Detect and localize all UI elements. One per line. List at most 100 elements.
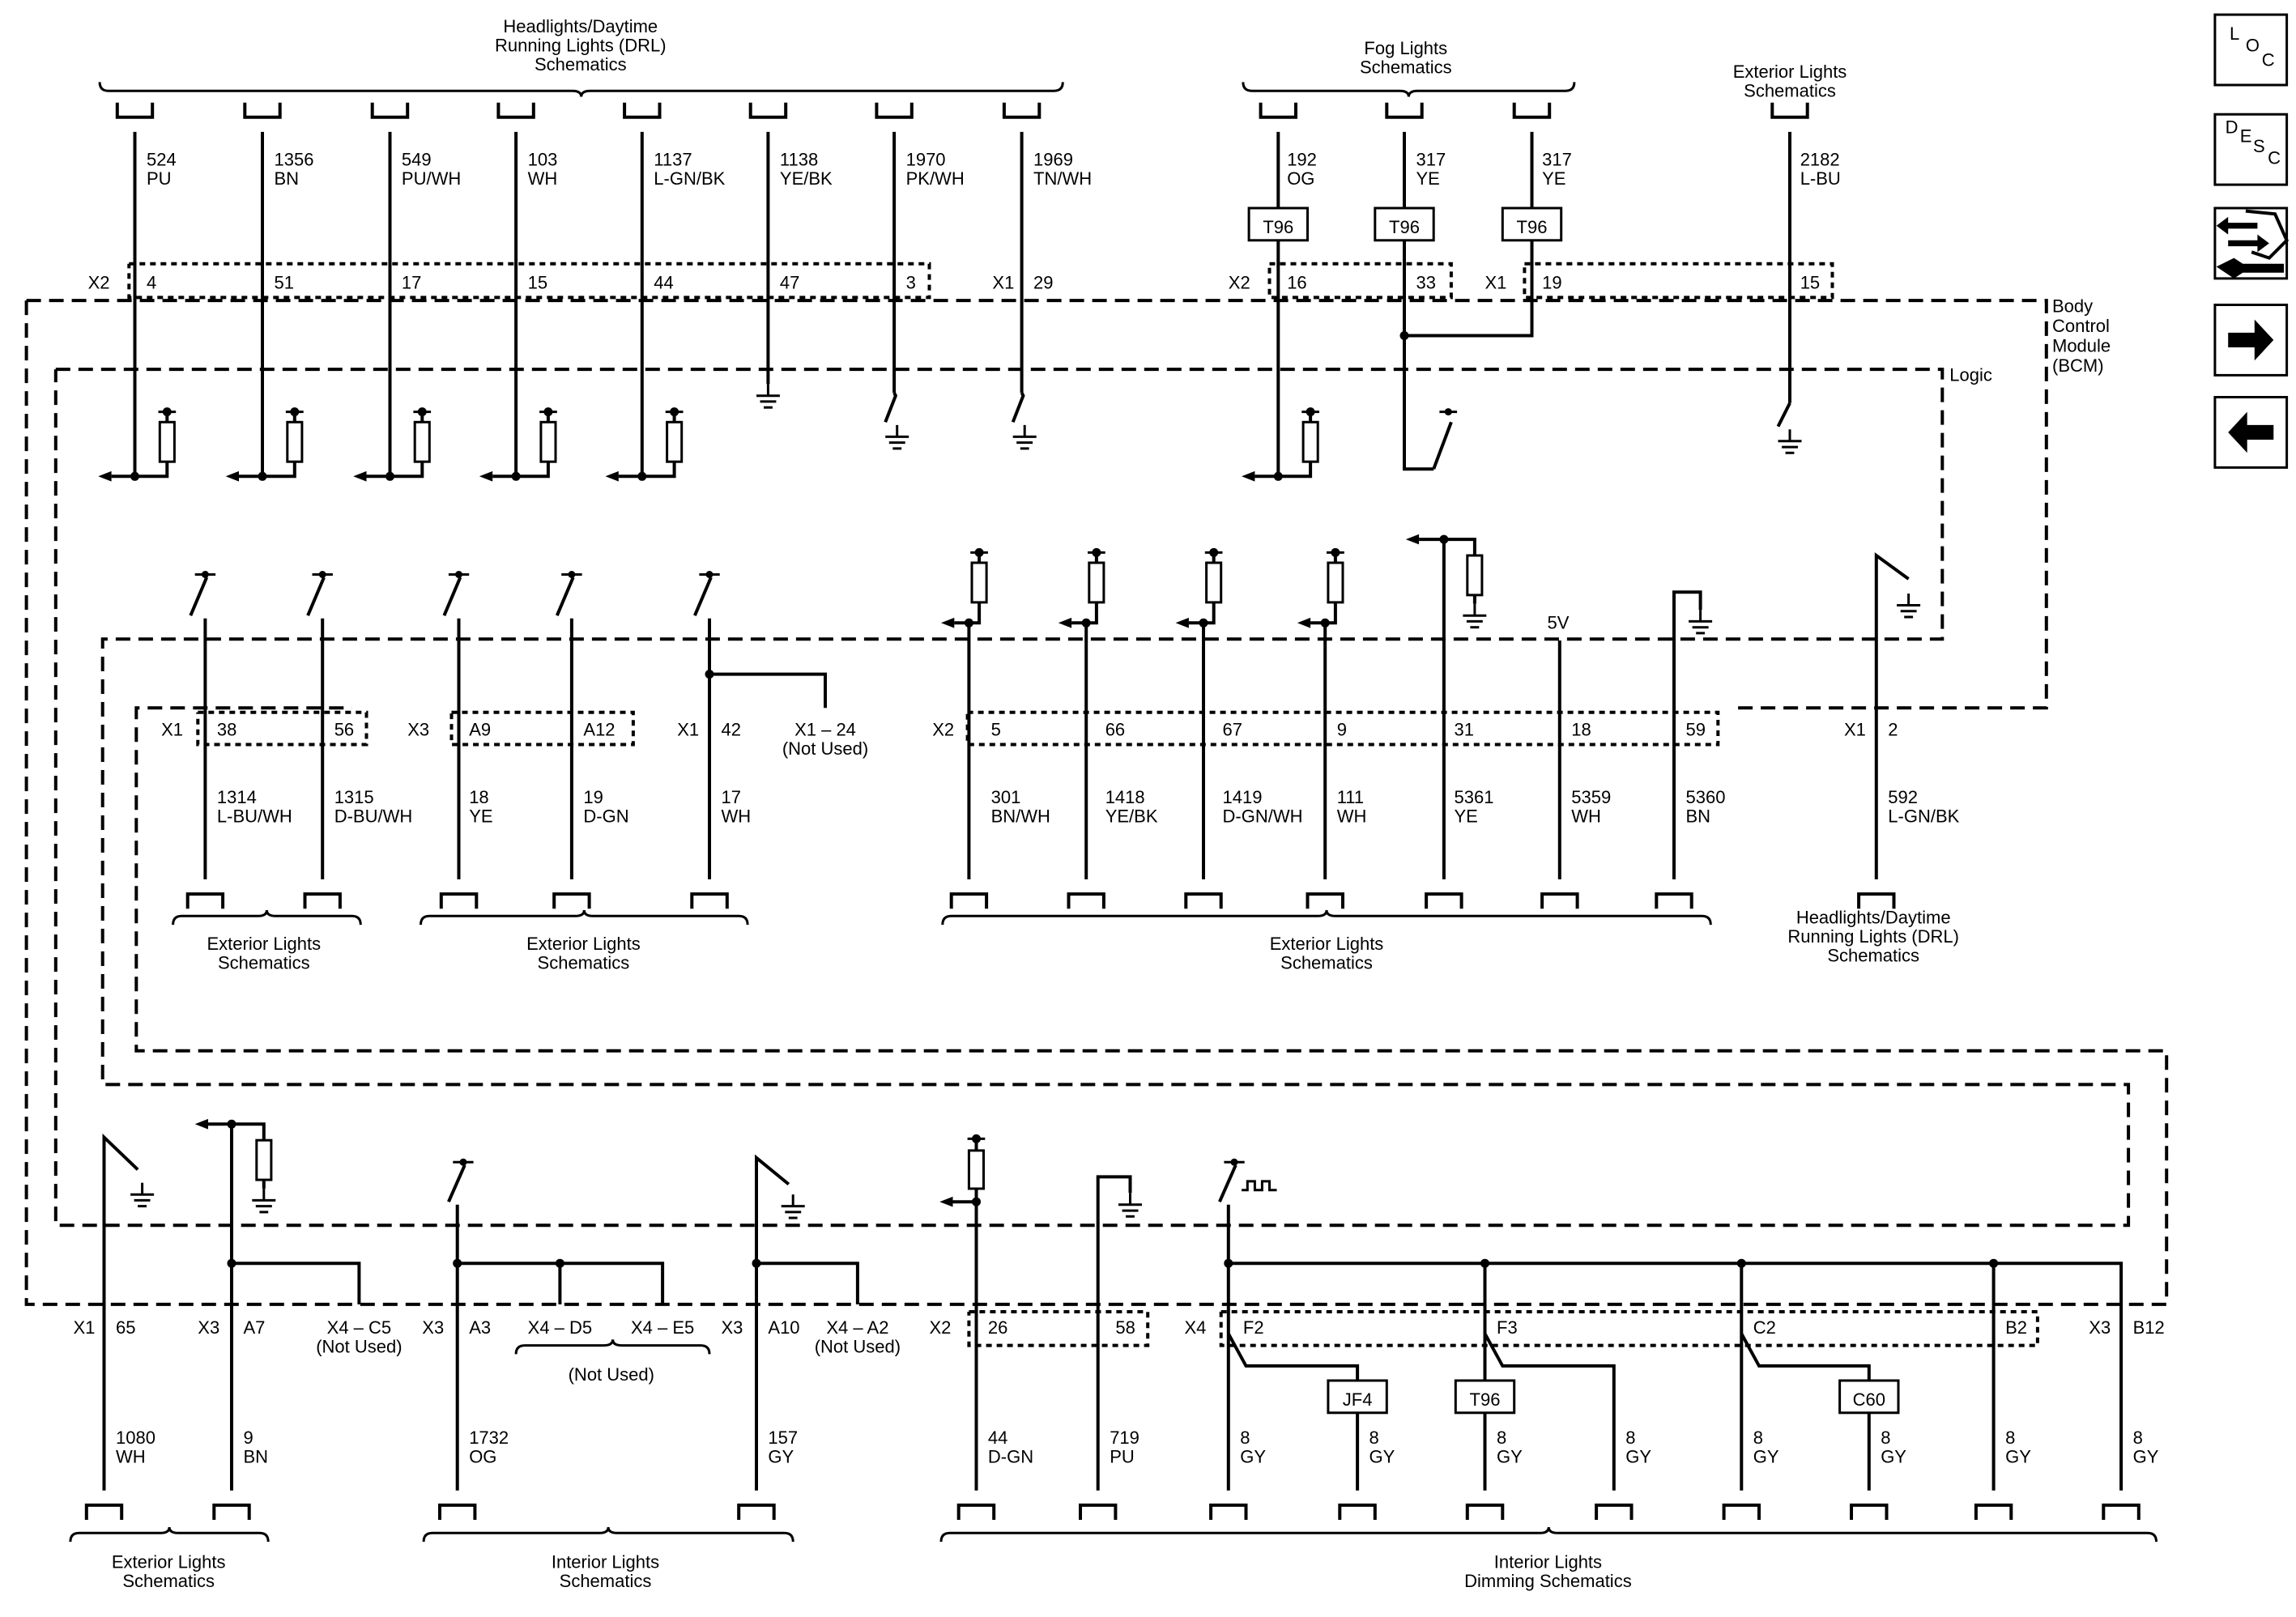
bracket-line — [98, 82, 1064, 97]
harness-bracket — [1242, 82, 1576, 97]
resistor-icon — [413, 420, 431, 463]
harness-connector — [1512, 102, 1552, 119]
circuit-number: 5361 — [1455, 787, 1494, 807]
bracket-line — [941, 909, 1712, 926]
pin-number: C2 — [1753, 1317, 1776, 1338]
harness-connector — [115, 102, 155, 119]
circuit-wire — [232, 1262, 361, 1304]
pin-number: 51 — [275, 273, 294, 293]
switch-blade — [555, 577, 575, 616]
resistor-icon — [1301, 420, 1319, 463]
circuit-number: 44 — [988, 1428, 1007, 1448]
circuit-number: 8 — [1370, 1428, 1379, 1448]
circuit-number: 1080 — [116, 1428, 155, 1448]
pin-number: 31 — [1455, 720, 1474, 740]
connector-id: X2 — [1229, 273, 1250, 293]
wire-color: L-GN/BK — [1888, 806, 1959, 826]
wire-color: PU — [147, 168, 172, 189]
circuit-number: 1970 — [906, 150, 946, 170]
ground-icon — [1897, 594, 1921, 619]
harness-connector — [1595, 1503, 1634, 1520]
connector-outline — [84, 1503, 124, 1520]
circuit-wire — [390, 462, 424, 479]
wire-color: YE — [469, 806, 492, 826]
pin-group-box — [965, 710, 1720, 747]
circuit-wire — [1483, 1333, 1616, 1491]
ground-icon — [756, 384, 780, 409]
splice-dot — [543, 407, 553, 417]
connector-outline — [1425, 892, 1463, 909]
group-label-line: Fog Lights — [1364, 38, 1447, 58]
connector-outline — [1079, 1503, 1118, 1520]
pin-group-box — [1219, 1310, 2039, 1347]
splice-dot — [555, 1258, 564, 1268]
nav-button-frame[interactable] — [2213, 13, 2289, 87]
harness-connector — [875, 102, 914, 119]
group-label-line: Exterior Lights — [1733, 62, 1847, 82]
connector-id: X3 — [422, 1317, 444, 1338]
pin-number: 15 — [528, 273, 547, 293]
ground-icon — [1778, 429, 1802, 454]
wire-color: WH — [116, 1446, 146, 1466]
nav-button-frame[interactable] — [2213, 113, 2289, 186]
group-label-line: Headlights/Daytime — [1796, 907, 1951, 927]
circuit-wire — [1227, 1333, 1360, 1381]
wire-color: GY — [2005, 1446, 2031, 1466]
circuit-number: 19 — [583, 787, 603, 807]
resistor-icon — [1205, 561, 1223, 604]
connector-id: X2 — [930, 1317, 952, 1338]
bracket-line — [422, 1526, 794, 1543]
module-name: Module — [2052, 335, 2111, 355]
harness-connector — [185, 892, 225, 909]
switch-blade — [442, 577, 462, 616]
harness-bracket — [172, 909, 362, 926]
circuit-wire — [134, 462, 169, 479]
harness-connector — [737, 1503, 776, 1520]
pin-number: 67 — [1223, 720, 1242, 740]
pin-number: 15 — [1800, 273, 1820, 293]
harness-connector — [1857, 892, 1896, 909]
harness-connector — [303, 892, 342, 909]
connector-id: X3 — [407, 720, 429, 740]
option-code: T96 — [1517, 217, 1548, 237]
desc-icon-letter: S — [2253, 136, 2265, 156]
resistor-icon — [666, 420, 684, 463]
wire-color: L-BU/WH — [217, 806, 292, 826]
harness-connector — [1338, 1503, 1377, 1520]
group-label-line: Schematics — [560, 1571, 652, 1591]
pin-number: A10 — [768, 1317, 799, 1338]
pin-group-box — [1267, 262, 1453, 300]
splice-dot — [1081, 618, 1091, 628]
loc-button[interactable]: LOC — [2213, 13, 2289, 87]
connector-outline — [949, 892, 989, 909]
harness-connector — [2102, 1503, 2141, 1520]
pin-group-box — [967, 1310, 1150, 1347]
harness-bracket — [98, 82, 1064, 97]
connector-outline — [1338, 1503, 1377, 1520]
circuit-number: 592 — [1888, 787, 1918, 807]
bracket-line — [939, 1526, 2158, 1543]
circuit-wire — [641, 462, 676, 479]
harness-connector — [956, 1503, 996, 1520]
splice-dot — [1989, 1258, 1999, 1268]
pin-number: 56 — [334, 720, 354, 740]
circuit-number: 8 — [2133, 1428, 2143, 1448]
arrow-icon — [194, 1118, 208, 1130]
group-label-line: Headlights/Daytime — [503, 16, 658, 36]
switch-icon — [306, 571, 333, 616]
circuit-number: 317 — [1542, 150, 1572, 170]
resistor-body — [1205, 561, 1223, 604]
circuit-number: 317 — [1416, 150, 1446, 170]
option-frame — [1454, 1379, 1516, 1415]
connector-id: X3 — [2089, 1317, 2111, 1338]
ground-icon — [1463, 603, 1487, 629]
circuit-wire — [756, 1262, 859, 1304]
circuit-number: 1969 — [1033, 150, 1073, 170]
wire-color: D-GN/WH — [1223, 806, 1303, 826]
ground-icon — [130, 1182, 155, 1208]
pin-group-box — [127, 262, 931, 300]
switch-icon — [189, 571, 216, 616]
connector-outline — [1002, 102, 1042, 119]
resistor-body — [666, 420, 684, 463]
